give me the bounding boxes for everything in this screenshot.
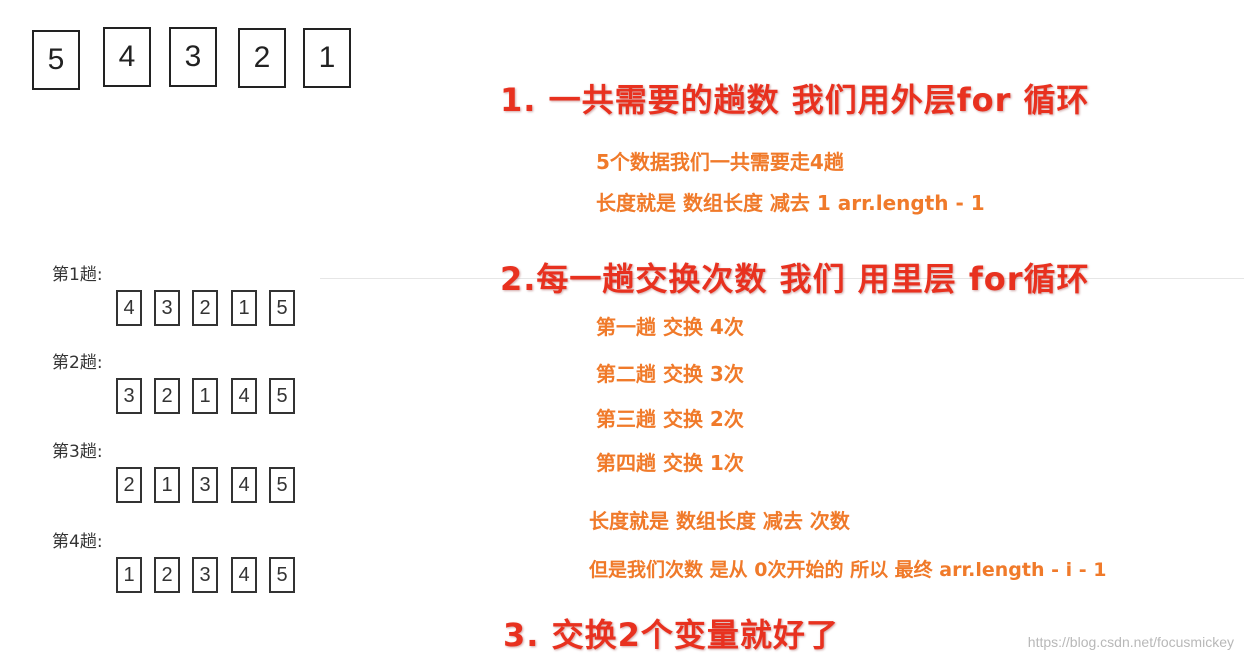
pass-value-box: 3 xyxy=(154,290,180,326)
section2-heading: 2.每一趟交换次数 我们 用里层 for循环 xyxy=(500,260,1090,298)
section2-note: 但是我们次数 是从 0次开始的 所以 最终 arr.length - i - 1 xyxy=(589,559,1107,581)
pass-value-box: 3 xyxy=(116,378,142,414)
pass-value-box: 1 xyxy=(192,378,218,414)
pass-value-box: 5 xyxy=(269,290,295,326)
pass-label: 第1趟: xyxy=(52,265,103,285)
pass-value-box: 3 xyxy=(192,467,218,503)
pass-label: 第3趟: xyxy=(52,442,103,462)
section2-note: 第四趟 交换 1次 xyxy=(596,451,744,475)
section1-heading: 1. 一共需要的趟数 我们用外层for 循环 xyxy=(500,81,1090,119)
pass-label: 第2趟: xyxy=(52,353,103,373)
top-number-box: 3 xyxy=(169,27,217,87)
pass-value-box: 1 xyxy=(116,557,142,593)
pass-value-box: 5 xyxy=(269,557,295,593)
section1-note: 5个数据我们一共需要走4趟 xyxy=(596,150,844,174)
divider-line xyxy=(320,278,1244,279)
pass-value-box: 3 xyxy=(192,557,218,593)
top-number-box: 5 xyxy=(32,30,80,90)
pass-value-box: 2 xyxy=(192,290,218,326)
pass-value-box: 2 xyxy=(154,378,180,414)
pass-value-box: 2 xyxy=(116,467,142,503)
pass-value-box: 1 xyxy=(231,290,257,326)
section1-note: 长度就是 数组长度 减去 1 arr.length - 1 xyxy=(596,191,985,215)
pass-value-box: 2 xyxy=(154,557,180,593)
pass-value-box: 1 xyxy=(154,467,180,503)
section3-heading: 3. 交换2个变量就好了 xyxy=(503,616,839,654)
section2-note: 第一趟 交换 4次 xyxy=(596,315,744,339)
section2-note: 第三趟 交换 2次 xyxy=(596,407,744,431)
watermark: https://blog.csdn.net/focusmickey xyxy=(1027,634,1234,650)
section2-note: 长度就是 数组长度 减去 次数 xyxy=(589,509,850,533)
top-number-box: 1 xyxy=(303,28,351,88)
pass-value-box: 4 xyxy=(231,557,257,593)
pass-label: 第4趟: xyxy=(52,532,103,552)
pass-value-box: 4 xyxy=(116,290,142,326)
pass-value-box: 5 xyxy=(269,378,295,414)
pass-value-box: 5 xyxy=(269,467,295,503)
top-number-box: 4 xyxy=(103,27,151,87)
pass-value-box: 4 xyxy=(231,467,257,503)
pass-value-box: 4 xyxy=(231,378,257,414)
section2-note: 第二趟 交换 3次 xyxy=(596,362,744,386)
top-number-box: 2 xyxy=(238,28,286,88)
